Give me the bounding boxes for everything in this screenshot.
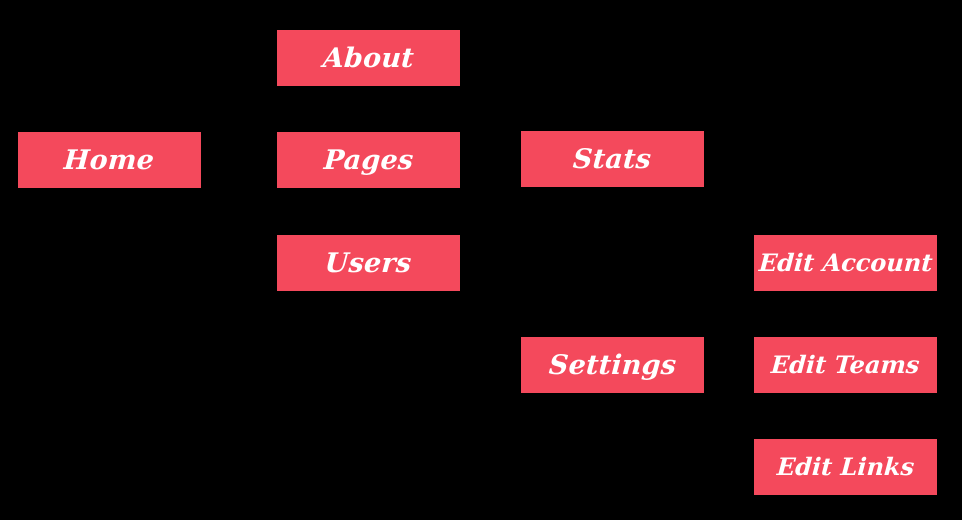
sitemap-node-home[interactable]: Home [18, 132, 201, 188]
sitemap-node-edit-links[interactable]: Edit Links [754, 439, 937, 495]
sitemap-node-edit-account[interactable]: Edit Account [754, 235, 937, 291]
sitemap-node-label: Pages [322, 144, 415, 176]
sitemap-node-label: Users [324, 247, 413, 279]
sitemap-node-edit-teams[interactable]: Edit Teams [754, 337, 937, 393]
sitemap-node-label: About [321, 42, 416, 74]
sitemap-node-stats[interactable]: Stats [521, 131, 704, 187]
sitemap-node-users[interactable]: Users [277, 235, 460, 291]
sitemap-node-label: Home [63, 144, 156, 176]
sitemap-node-settings[interactable]: Settings [521, 337, 704, 393]
sitemap-node-label: Edit Links [775, 452, 916, 481]
sitemap-node-label: Settings [547, 349, 678, 381]
sitemap-node-about[interactable]: About [277, 30, 460, 86]
sitemap-node-pages[interactable]: Pages [277, 132, 460, 188]
sitemap-node-label: Stats [572, 143, 653, 175]
sitemap-node-label: Edit Account [757, 248, 934, 277]
sitemap-node-label: Edit Teams [770, 350, 921, 379]
